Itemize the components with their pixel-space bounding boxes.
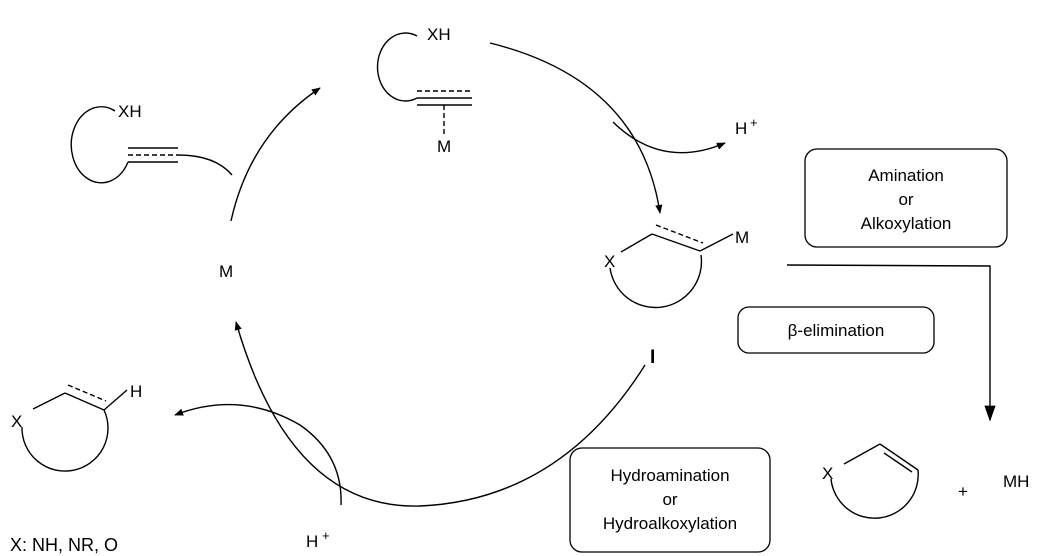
svg-text:H: H — [306, 532, 318, 551]
complex-xh-label: XH — [427, 25, 451, 44]
complex-metal-label: M — [437, 137, 451, 156]
substrate-xh-label: XH — [118, 102, 142, 121]
svg-text:Amination: Amination — [868, 166, 944, 185]
elimination-path-arrow — [786, 264, 996, 422]
svg-text:or: or — [898, 190, 913, 209]
svg-text:Alkoxylation: Alkoxylation — [861, 214, 952, 233]
proton-consumed: H + — [306, 528, 330, 551]
svg-text:H: H — [735, 119, 747, 138]
svg-text:Hydroalkoxylation: Hydroalkoxylation — [603, 514, 737, 533]
hydroamination-box: Hydroamination or Hydroalkoxylation — [569, 447, 771, 553]
svg-text:β-elimination: β-elimination — [788, 321, 885, 340]
product-x-label: X — [11, 412, 22, 431]
cycle-arrow-coordination — [230, 87, 321, 222]
elimination-product: X — [822, 443, 919, 519]
cycle-arrow-protonolysis — [234, 321, 646, 507]
hydrofunctionalized-product: X H — [11, 382, 142, 472]
plus-sign: + — [958, 482, 968, 501]
proton-released: H + — [735, 115, 758, 138]
intermediate-m-label: M — [735, 228, 749, 247]
cycle-arrow-nucleophilic-attack — [489, 42, 663, 214]
product-h-label: H — [130, 382, 142, 401]
svg-text:+: + — [322, 528, 330, 543]
x-definition-legend: X: NH, NR, O — [10, 535, 118, 555]
svg-text:Hydroamination: Hydroamination — [610, 466, 729, 485]
intermediate-i: X M I — [604, 224, 749, 368]
proton-release-arrow — [612, 121, 726, 154]
beta-elimination-box: β-elimination — [737, 306, 935, 354]
amination-box: Amination or Alkoxylation — [804, 148, 1008, 248]
proton-uptake-product-arrow — [174, 403, 342, 506]
svg-text:+: + — [750, 115, 758, 130]
svg-text:or: or — [662, 490, 677, 509]
intermediate-i-label: I — [650, 347, 655, 368]
mh-label: MH — [1003, 472, 1029, 491]
substrate-alkyne: XH — [70, 102, 233, 184]
metal-label: M — [219, 262, 233, 281]
intermediate-x-label: X — [604, 252, 615, 271]
metal-alkyne-complex: XH M — [376, 25, 472, 156]
elim-product-x-label: X — [822, 464, 833, 483]
